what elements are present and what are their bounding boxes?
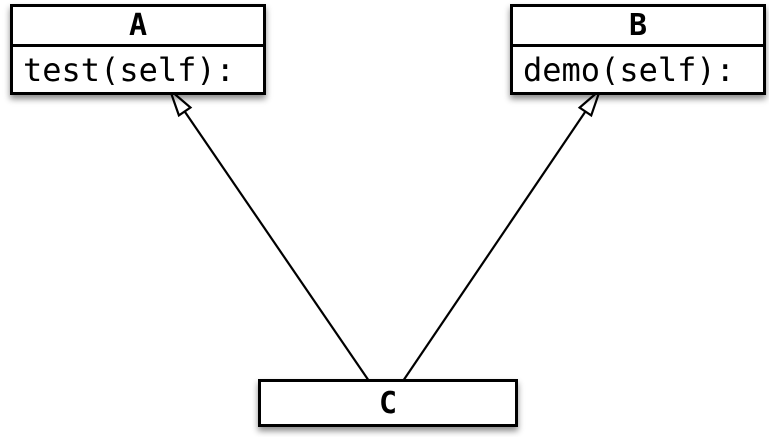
compartment-divider [13, 44, 263, 47]
compartment-divider [513, 44, 763, 47]
class-a-method: test(self): [23, 50, 235, 89]
class-c-name: C [378, 385, 398, 421]
class-box-c: C [258, 379, 518, 427]
class-b-method: demo(self): [523, 50, 735, 89]
inheritance-arrow-c-to-a [170, 90, 370, 382]
inheritance-arrow-c-to-b [402, 90, 600, 382]
class-box-b: B demo(self): [510, 4, 766, 95]
class-a-name: A [128, 8, 148, 43]
class-b-name: B [628, 8, 648, 43]
class-box-a: A test(self): [10, 4, 266, 95]
